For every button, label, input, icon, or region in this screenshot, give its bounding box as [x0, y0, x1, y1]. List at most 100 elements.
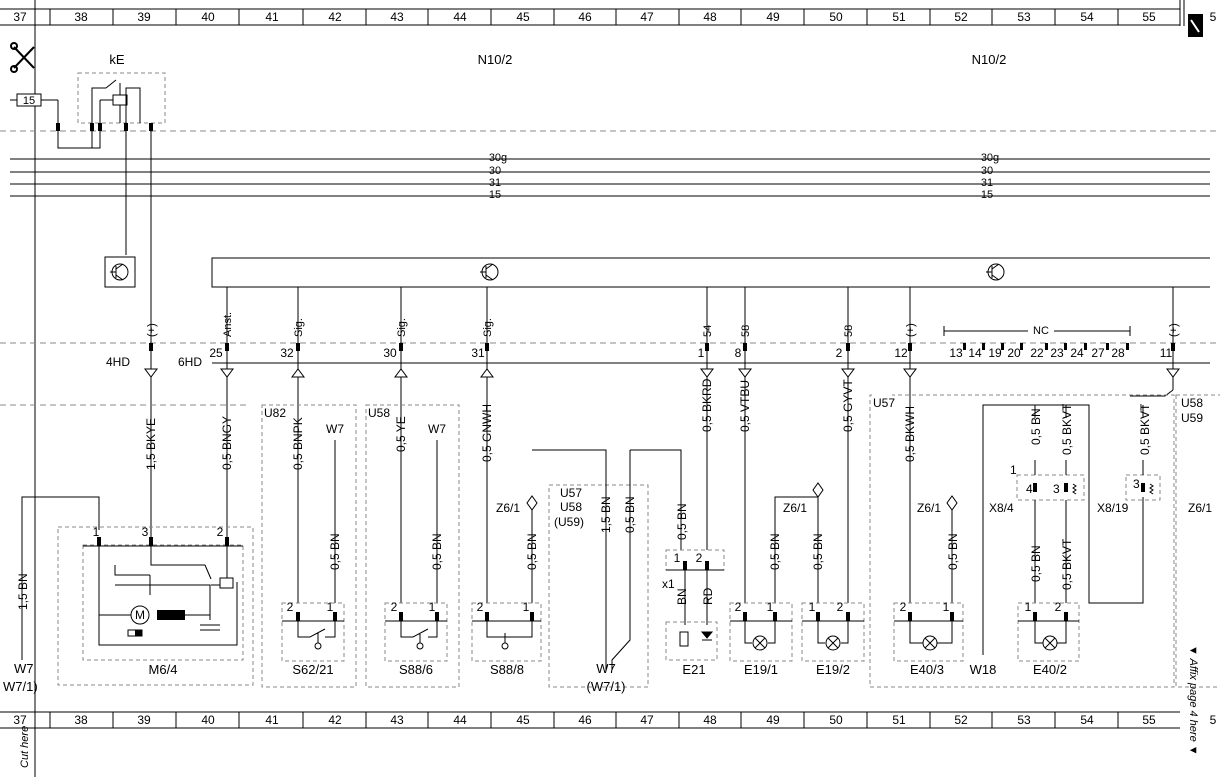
col-45: 45: [516, 10, 530, 24]
svg-text:4: 4: [1026, 482, 1033, 496]
pin-14: 14: [968, 346, 982, 360]
wire-label: RD: [701, 587, 715, 605]
nc-bracket: NC: [943, 324, 1131, 337]
col-44: 44: [453, 10, 467, 24]
pin-12: 12: [894, 346, 908, 360]
group-u82: U82: [264, 406, 286, 420]
top-grid: 37 38 39 40 41 42 43 44 45 46 47 48 49 5…: [0, 0, 1217, 37]
bus-30: 30: [489, 165, 501, 177]
tag-plus: (+): [905, 323, 917, 337]
col-55: 55: [1142, 10, 1156, 24]
svg-text:3: 3: [142, 525, 149, 539]
junction-x8-4: X8/4: [989, 501, 1014, 515]
svg-text:2: 2: [837, 600, 844, 614]
bcol-49: 49: [766, 713, 780, 727]
col-52: 52: [954, 10, 968, 24]
bus-31-r: 31: [981, 177, 993, 189]
svg-text:2: 2: [477, 600, 484, 614]
n10-2-label-left: N10/2: [478, 52, 513, 67]
bcol-edge: 5: [1210, 713, 1217, 727]
wire-label: 0,5 BN: [675, 503, 689, 540]
bcol-38: 38: [74, 713, 88, 727]
svg-text:1: 1: [943, 600, 950, 614]
pin-8: 8: [735, 346, 742, 360]
bus-30g-r: 30g: [981, 152, 999, 164]
component-s62-21: S62/21: [292, 662, 333, 677]
connector-arrows: [144, 368, 1180, 378]
svg-text:2: 2: [735, 600, 742, 614]
connector-4hd: 4HD: [106, 355, 130, 369]
wire-label: 0,5 BKVT: [1060, 538, 1074, 590]
col-47: 47: [640, 10, 654, 24]
col-48: 48: [703, 10, 717, 24]
component-e21: E21: [682, 662, 705, 677]
fuse-15: 15: [10, 93, 59, 123]
group-u59r: U59: [1181, 411, 1203, 425]
ground-z6-1-edge: Z6/1: [1188, 501, 1212, 515]
tag-plus: (+): [146, 323, 158, 337]
affix-label: ▼ Affix page 4 here ▼: [1187, 645, 1199, 756]
e19-2-lamp: 1 2 E19/2: [801, 600, 865, 677]
col-42: 42: [328, 10, 342, 24]
supply-bus: 30g 30 31 15 30g 30 31 15: [10, 152, 1210, 201]
component-s88-6: S88/6: [399, 662, 433, 677]
s62-21-switch: U82 2 1 S62/21: [261, 404, 357, 688]
pin-24: 24: [1070, 346, 1084, 360]
ground-z6-1: Z6/1: [496, 501, 520, 515]
component-w7: W7: [596, 661, 616, 676]
component-w18: W18: [970, 662, 997, 677]
bcol-39: 39: [137, 713, 151, 727]
svg-text:1: 1: [809, 600, 816, 614]
pin-13: 13: [949, 346, 963, 360]
svg-text:2: 2: [900, 600, 907, 614]
wire-label: 0,5 YE: [394, 416, 408, 452]
ke-relay: [56, 72, 166, 343]
wire-label: 0,5 BN: [1029, 545, 1043, 582]
pin-22: 22: [1030, 346, 1044, 360]
junction-x1: x1: [662, 577, 675, 591]
col-41: 41: [265, 10, 279, 24]
col-38: 38: [74, 10, 88, 24]
pin-19: 19: [988, 346, 1002, 360]
wire-label: 0,5 BN: [1029, 408, 1043, 445]
bcol-40: 40: [201, 713, 215, 727]
svg-text:3: 3: [1133, 477, 1140, 491]
pin-28: 28: [1111, 346, 1125, 360]
bus-31: 31: [489, 177, 501, 189]
scissors-icon: [10, 42, 35, 73]
pin-11: 11: [1160, 346, 1173, 360]
component-m6-4: M6/4: [149, 662, 178, 677]
bottom-grid: 37 38 39 40 41 42 43 44 45 46 47 48 49 5…: [0, 711, 1217, 729]
w7-ground-group: U57 U58 (U59) W7 (W7/1): [532, 449, 682, 694]
wire-label: 0,5 BKWH: [903, 406, 917, 462]
col-39: 39: [137, 10, 151, 24]
u58-u59-right: U58 U59 Z6/1: [1175, 394, 1220, 688]
svg-text:1: 1: [674, 551, 681, 565]
svg-text:2: 2: [696, 551, 703, 565]
bcol-47: 47: [640, 713, 654, 727]
col-51: 51: [892, 10, 906, 24]
ke-relay-label: kE: [109, 52, 125, 67]
tag-58: 58: [740, 325, 752, 337]
wire-label: 0,5 GYVT: [841, 379, 855, 432]
component-e19-2: E19/2: [816, 662, 850, 677]
wire-label: BN: [675, 588, 689, 605]
component-e40-3: E40/3: [910, 662, 944, 677]
pin-27: 27: [1091, 346, 1105, 360]
n10-2-module: [211, 257, 1210, 288]
svg-text:1: 1: [327, 600, 334, 614]
e21-component: 1 2 x1 E21: [662, 549, 725, 677]
ground-z6-1: Z6/1: [783, 501, 807, 515]
transistor-icon: [104, 256, 136, 288]
svg-text:1: 1: [767, 600, 774, 614]
col-54: 54: [1080, 10, 1094, 24]
bcol-42: 42: [328, 713, 342, 727]
bcol-53: 53: [1017, 713, 1031, 727]
group-u58b: U58: [560, 500, 582, 514]
wire-label: 1,5 BN: [16, 573, 30, 610]
wire-label: 0,5 BN: [946, 533, 960, 570]
tag-sig: Sig.: [482, 318, 494, 337]
m6-4-motor: 1 3 2 M M6/4: [21, 496, 254, 686]
bcol-52: 52: [954, 713, 968, 727]
col-edge: 5: [1210, 10, 1217, 24]
